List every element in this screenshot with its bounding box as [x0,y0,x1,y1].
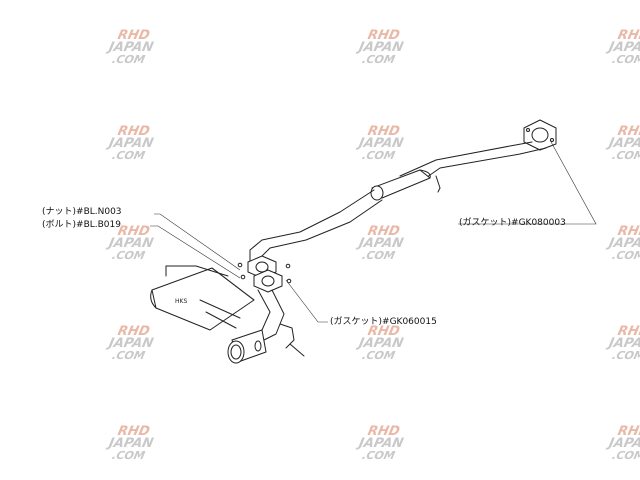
front-pipe [399,141,547,193]
leader-lines [150,139,597,323]
callout-gasket-front: (ガスケット)#GK080003 [459,218,566,228]
callout-nut: (ナット)#BL.N003 [42,207,122,217]
tail-pipe [227,329,267,364]
mid-flange [237,255,292,293]
callout-bolt: (ボルト)#BL.B019 [42,220,121,230]
front-flange [523,119,557,151]
callout-gasket-mid: (ガスケット)#GK060015 [330,317,437,327]
muffler: HKS [150,265,255,331]
resonator [370,169,431,201]
svg-text:HKS: HKS [175,298,187,305]
